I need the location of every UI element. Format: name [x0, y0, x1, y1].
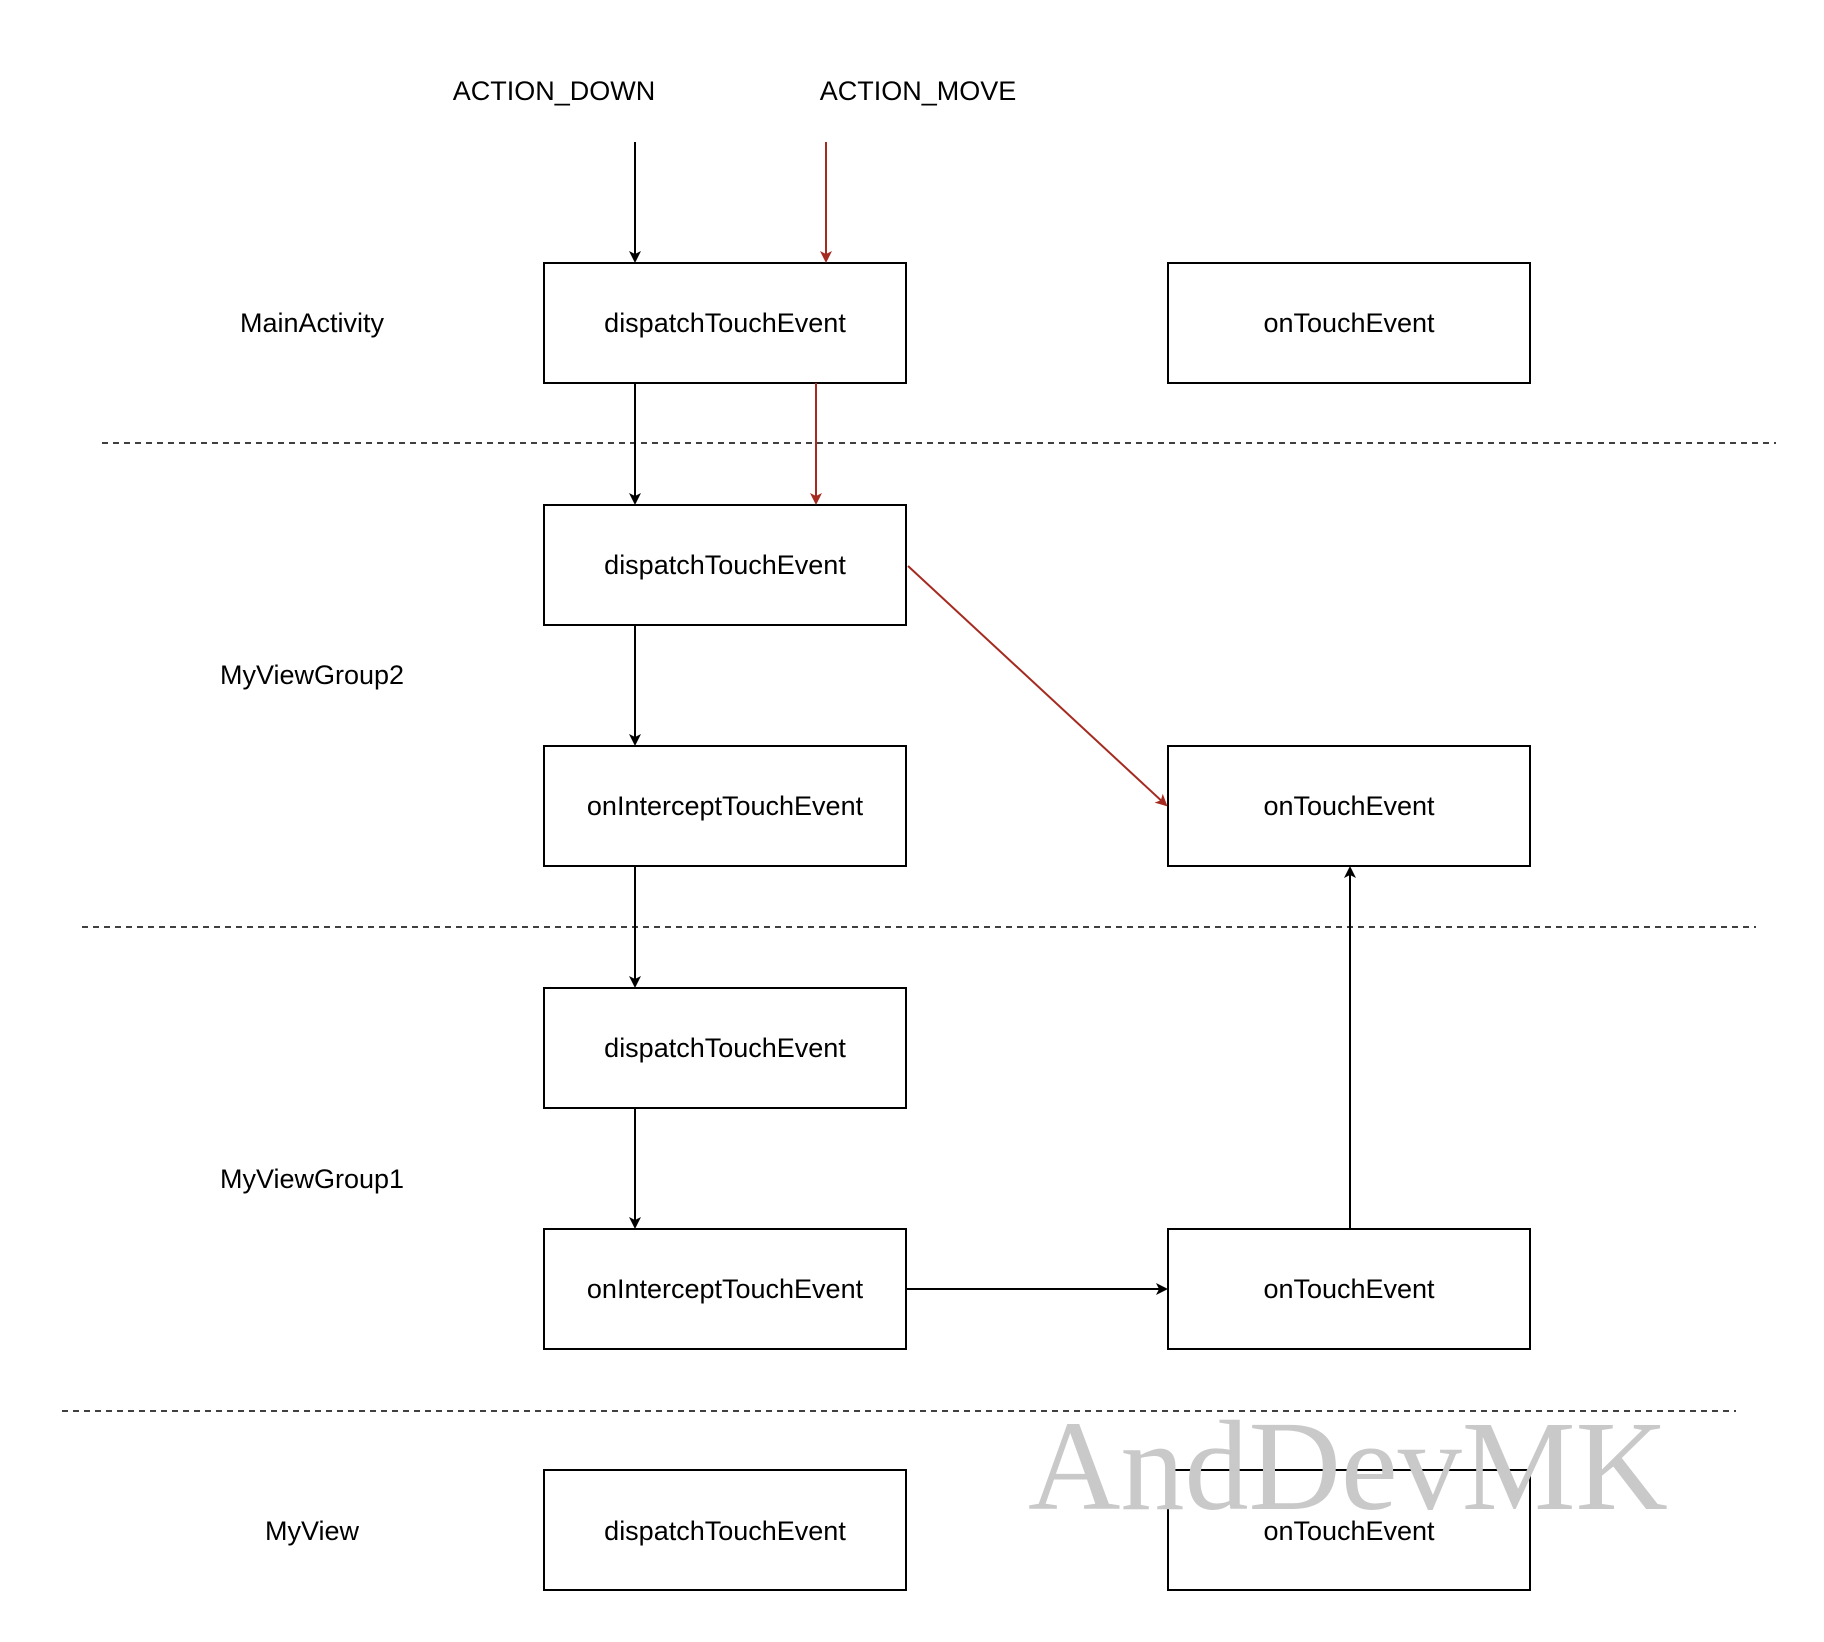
- lane-label-main-activity: MainActivity: [240, 308, 385, 338]
- svg-text:dispatchTouchEvent: dispatchTouchEvent: [604, 308, 846, 338]
- lane-label-my-view-group1: MyViewGroup1: [220, 1164, 404, 1194]
- svg-text:onTouchEvent: onTouchEvent: [1263, 791, 1435, 821]
- view-group1-intercept-box: onInterceptTouchEvent: [543, 1228, 907, 1350]
- lane-label-my-view: MyView: [265, 1516, 360, 1546]
- svg-text:onTouchEvent: onTouchEvent: [1263, 1516, 1435, 1546]
- action-move-label: ACTION_MOVE: [820, 76, 1017, 106]
- my-view-dispatch-box: dispatchTouchEvent: [543, 1469, 907, 1591]
- svg-text:dispatchTouchEvent: dispatchTouchEvent: [604, 1033, 846, 1063]
- svg-text:onInterceptTouchEvent: onInterceptTouchEvent: [587, 1274, 864, 1304]
- view-group1-dispatch-box: dispatchTouchEvent: [543, 987, 907, 1109]
- svg-text:onInterceptTouchEvent: onInterceptTouchEvent: [587, 791, 864, 821]
- svg-text:onTouchEvent: onTouchEvent: [1263, 1274, 1435, 1304]
- view-group2-intercept-box: onInterceptTouchEvent: [543, 745, 907, 867]
- svg-text:onTouchEvent: onTouchEvent: [1263, 308, 1435, 338]
- action-down-label: ACTION_DOWN: [453, 76, 656, 106]
- view-group1-ontouch-box: onTouchEvent: [1167, 1228, 1531, 1350]
- watermark: AndDevMK: [1028, 1395, 1668, 1537]
- lane-label-my-view-group2: MyViewGroup2: [220, 660, 404, 690]
- main-activity-dispatch-box: dispatchTouchEvent: [543, 262, 907, 384]
- svg-text:dispatchTouchEvent: dispatchTouchEvent: [604, 1516, 846, 1546]
- view-group2-ontouch-box: onTouchEvent: [1167, 745, 1531, 867]
- my-view-ontouch-box: onTouchEvent: [1167, 1469, 1531, 1591]
- main-activity-ontouch-box: onTouchEvent: [1167, 262, 1531, 384]
- view-group2-dispatch-box: dispatchTouchEvent: [543, 504, 907, 626]
- move-arrow-group2-dispatch-to-ontouch: [907, 565, 1168, 807]
- svg-text:dispatchTouchEvent: dispatchTouchEvent: [604, 550, 846, 580]
